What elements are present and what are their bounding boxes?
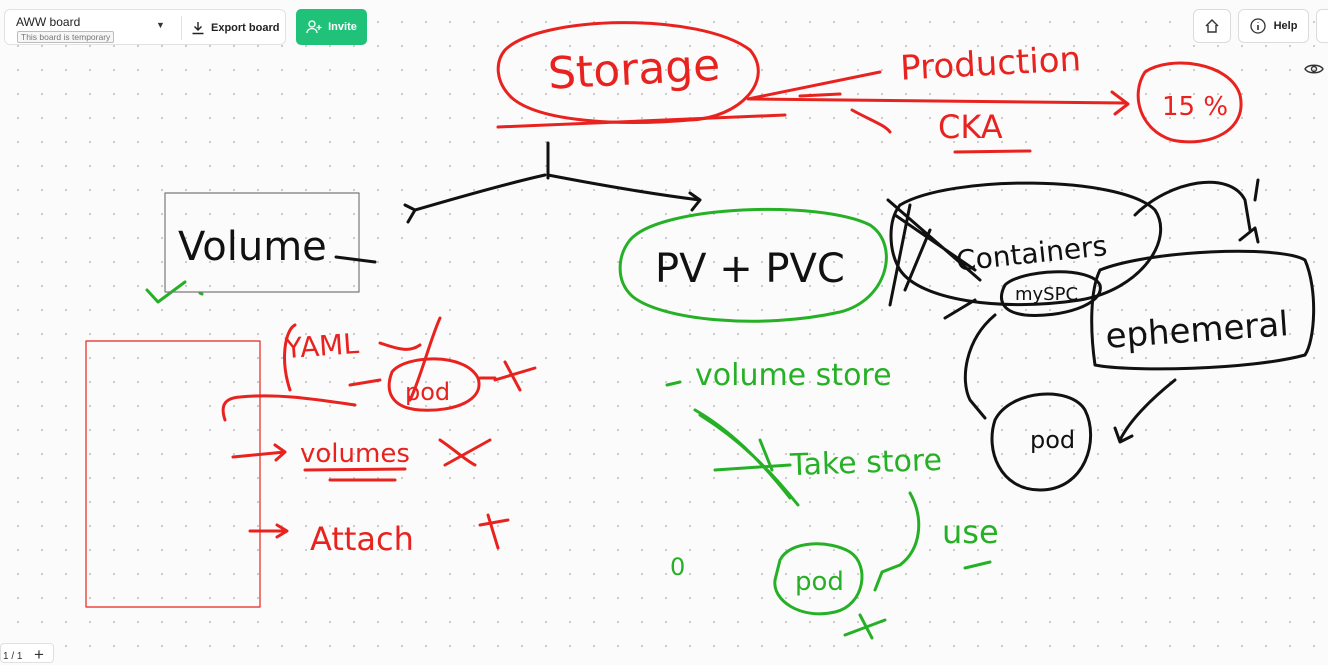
- divider: [181, 16, 182, 40]
- help-button[interactable]: Help: [1238, 9, 1309, 43]
- percent-ellipse: [1136, 61, 1243, 144]
- pod-red-ellipse: [387, 357, 481, 412]
- containers-text: Containers: [955, 229, 1109, 278]
- storage-underline: [496, 113, 787, 129]
- add-page-button[interactable]: +: [34, 645, 44, 664]
- help-label: Help: [1273, 20, 1298, 32]
- pv-pvc-ellipse: [618, 207, 888, 323]
- invite-button[interactable]: Invite: [296, 9, 367, 45]
- cka-underline: [953, 149, 1032, 154]
- page-indicator[interactable]: 1 / 1: [3, 651, 23, 662]
- whiteboard-canvas[interactable]: Storage Production CKA 15 % Volume PV + …: [0, 0, 1328, 640]
- zero-text: 0: [670, 553, 685, 581]
- percent-text: 15 %: [1162, 92, 1228, 122]
- containers-ellipse: [889, 181, 1162, 307]
- volumes-cross: [438, 438, 492, 467]
- page-control: 1 / 1 +: [0, 643, 54, 664]
- chevron-down-icon[interactable]: ▼: [156, 20, 165, 30]
- take-store-text: Take store: [789, 443, 943, 483]
- myspc-text: mySPC: [1015, 284, 1078, 305]
- volume-tail: [334, 255, 377, 264]
- production-arrow: [746, 70, 882, 101]
- yaml-text: YAML: [283, 327, 360, 365]
- ephemeral-text: ephemeral: [1104, 304, 1290, 357]
- myspc-tick: [943, 298, 977, 320]
- volumes-underline: [303, 467, 407, 482]
- ephemeral-connector: [1133, 178, 1260, 244]
- volume-store-text: volume store: [695, 358, 892, 393]
- volume-text: Volume: [178, 224, 327, 270]
- storage-text: Storage: [547, 40, 722, 100]
- temporary-badge: This board is temporary: [17, 31, 115, 43]
- board-panel: AWW board This board is temporary ▼ Expo…: [4, 9, 286, 45]
- volume-arrow: [403, 173, 547, 224]
- ephemeral-box: [1090, 249, 1316, 371]
- add-user-icon: [306, 20, 322, 34]
- cka-text: CKA: [938, 108, 1003, 146]
- home-icon: [1205, 19, 1219, 33]
- volume-checkmark: [145, 280, 204, 304]
- pod-red-text: pod: [405, 378, 450, 406]
- eye-icon[interactable]: [1304, 62, 1324, 76]
- pod-black-curve: [963, 313, 997, 420]
- pod-green-text: pod: [795, 567, 844, 597]
- use-text: use: [942, 513, 999, 551]
- attach-text: Attach: [310, 520, 414, 558]
- production-text: Production: [899, 39, 1082, 88]
- pod-red-cross: [478, 360, 537, 392]
- pv-arrow: [546, 173, 702, 212]
- storage-ellipse: [496, 21, 760, 124]
- attach-cross: [478, 513, 510, 550]
- download-icon: [192, 22, 204, 35]
- pod-black-text: pod: [1030, 426, 1075, 454]
- attach-arrow: [248, 523, 289, 539]
- pv-pvc-text: PV + PVC: [655, 246, 845, 292]
- export-board-button[interactable]: Export board: [191, 16, 283, 40]
- export-board-label: Export board: [211, 22, 280, 34]
- cka-arrow: [748, 90, 1130, 116]
- take-store-arrow: [873, 491, 921, 592]
- volumes-text: volumes: [300, 439, 410, 469]
- volumes-arrow: [231, 443, 287, 462]
- pod-green-cross: [843, 613, 887, 640]
- red-rectangle: [85, 340, 261, 608]
- volume-box: [164, 192, 360, 293]
- volume-store-dash: [665, 380, 682, 387]
- strike-lines: [693, 408, 800, 507]
- yaml-branch: [221, 323, 357, 422]
- pod-black-circle: [990, 392, 1093, 492]
- pod-black-arrow: [1113, 378, 1177, 444]
- cka-hook: [850, 108, 892, 134]
- overflow-button[interactable]: [1316, 9, 1328, 43]
- invite-label: Invite: [328, 21, 357, 33]
- pod-green-ellipse: [773, 542, 864, 616]
- containers-cross: [886, 198, 982, 307]
- home-button[interactable]: [1193, 9, 1231, 43]
- use-underline: [963, 560, 992, 570]
- myspc-ellipse: [1000, 270, 1102, 317]
- info-icon: [1249, 18, 1266, 34]
- board-name[interactable]: AWW board: [16, 15, 81, 29]
